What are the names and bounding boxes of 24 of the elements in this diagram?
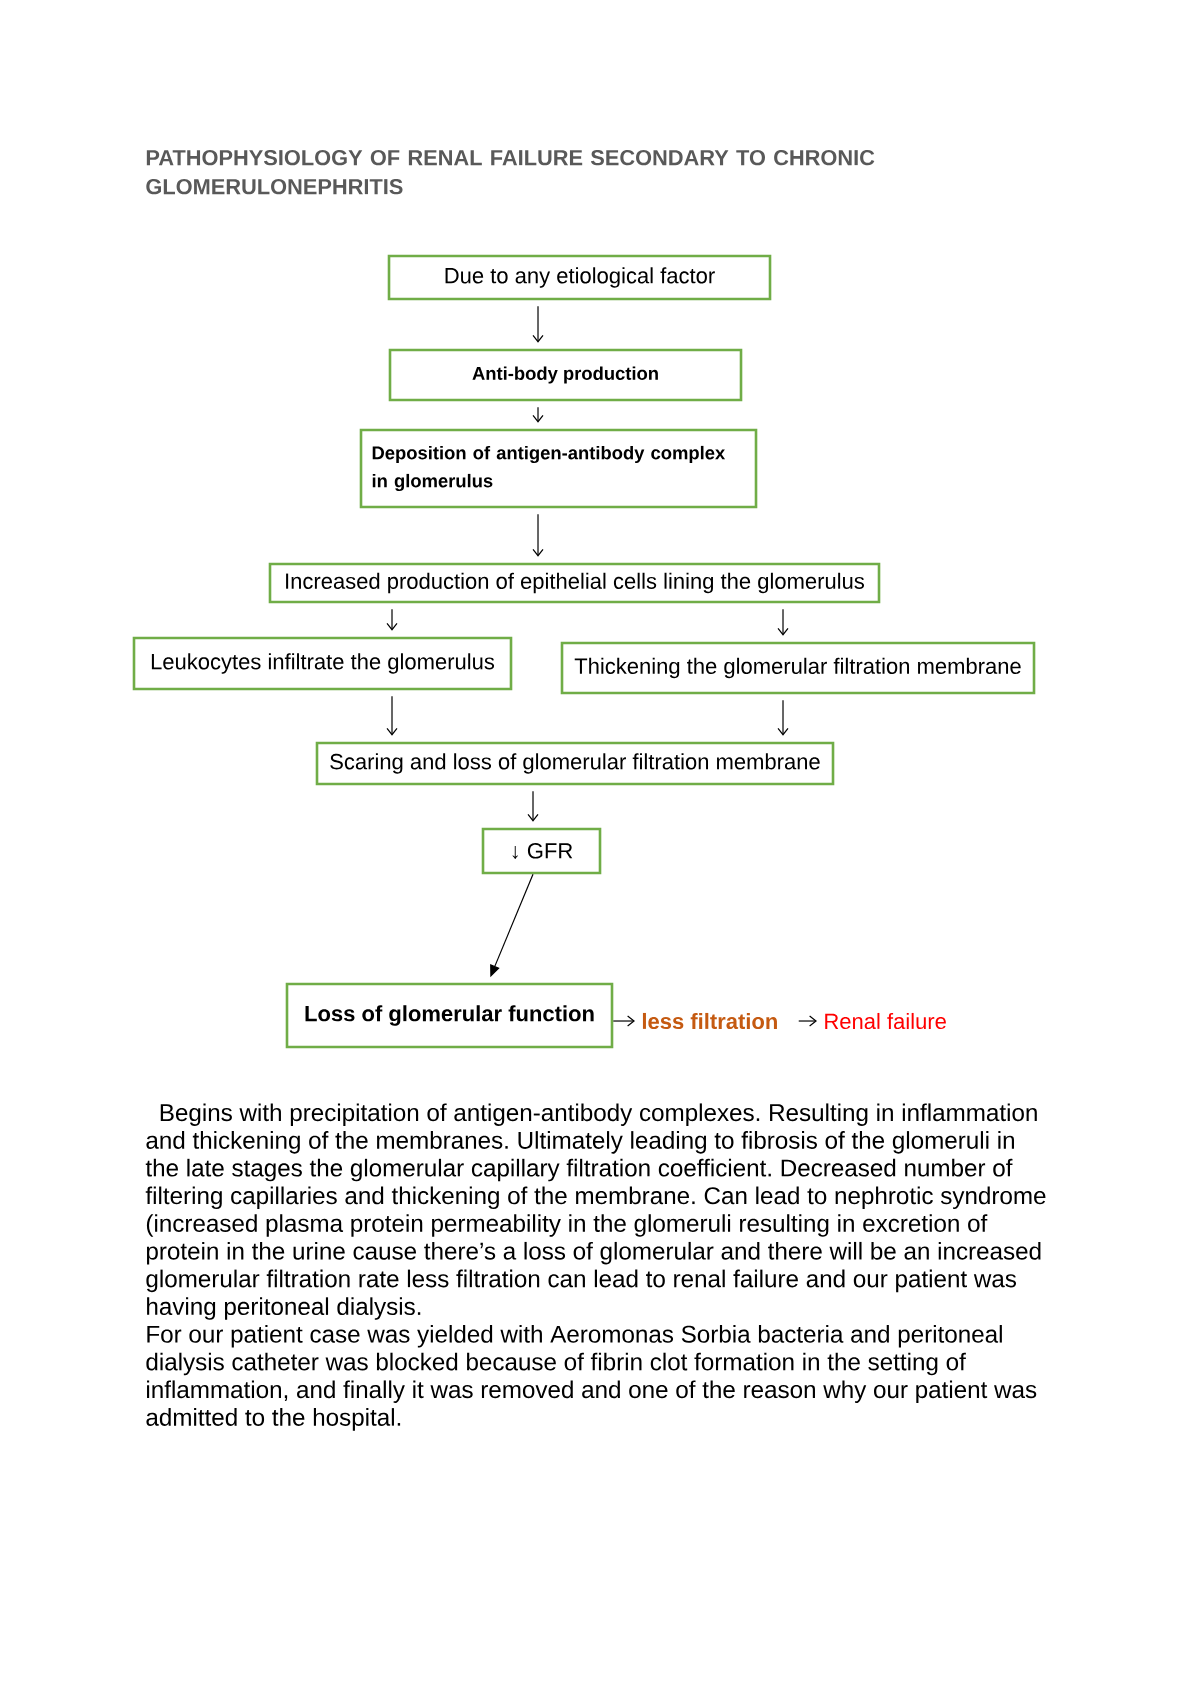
process-box: Anti-body production [388,348,743,402]
arrow [777,699,789,736]
arrow [532,406,544,423]
process-box: Due to any etiological factor [387,254,772,301]
process-box: Scaring and loss of glomerular filtration membrane [315,741,835,786]
arrow [527,790,539,822]
paragraph: Begins with precipitation of antigen-antibody complexes. Resulting in inflammation and thickening of the membranes. Ultimately leading to fibrosis of the glomeruli in the late stages the glomerular capillary filtration coefficient. Decreased number of filtering capillaries and thickening of the membrane. Can lead to nephrotic syndrome (increased plasma protein permeability in the glomeruli resulting in excretion of protein in the urine cause there’s a loss of glomerular and there will be an increased glomerular filtration rate less filtration can lead to renal failure and our patient was having peritoneal dialysis. [145,1103,1046,1320]
arrow [532,513,544,557]
process-box: Leukocytes infiltrate the glomerulus [132,636,513,691]
arrow [532,305,544,343]
process-box: Increased production of epithelial cells lining the glomerulus [268,562,881,604]
title: PATHOPHYSIOLOGY OF RENAL FAILURE SECONDARY TO CHRONIC GLOMERULONEPHRITIS [146,149,875,195]
outcome-text: less filtration [642,1012,777,1030]
arrow [798,1015,817,1027]
process-box: ↓ GFR [481,827,602,875]
arrow [386,695,398,736]
process-box: Thickening the glomerular filtration membrane [560,641,1036,695]
arrow [612,1015,635,1027]
process-box: Deposition of antigen-antibody complex in glomerulus [359,428,758,509]
arrow [386,608,398,631]
arrow [777,608,789,636]
paragraph: For our patient case was yielded with Aeromonas Sorbia bacteria and peritoneal dialysis catheter was blocked because of fibrin clot formation in the setting of inflammation, and finally it was removed and one of the reason why our patient was admitted to the hospital. [146,1325,1037,1431]
outcome-text: Renal failure [825,1012,946,1030]
process-box: Loss of glomerular function [285,982,614,1049]
